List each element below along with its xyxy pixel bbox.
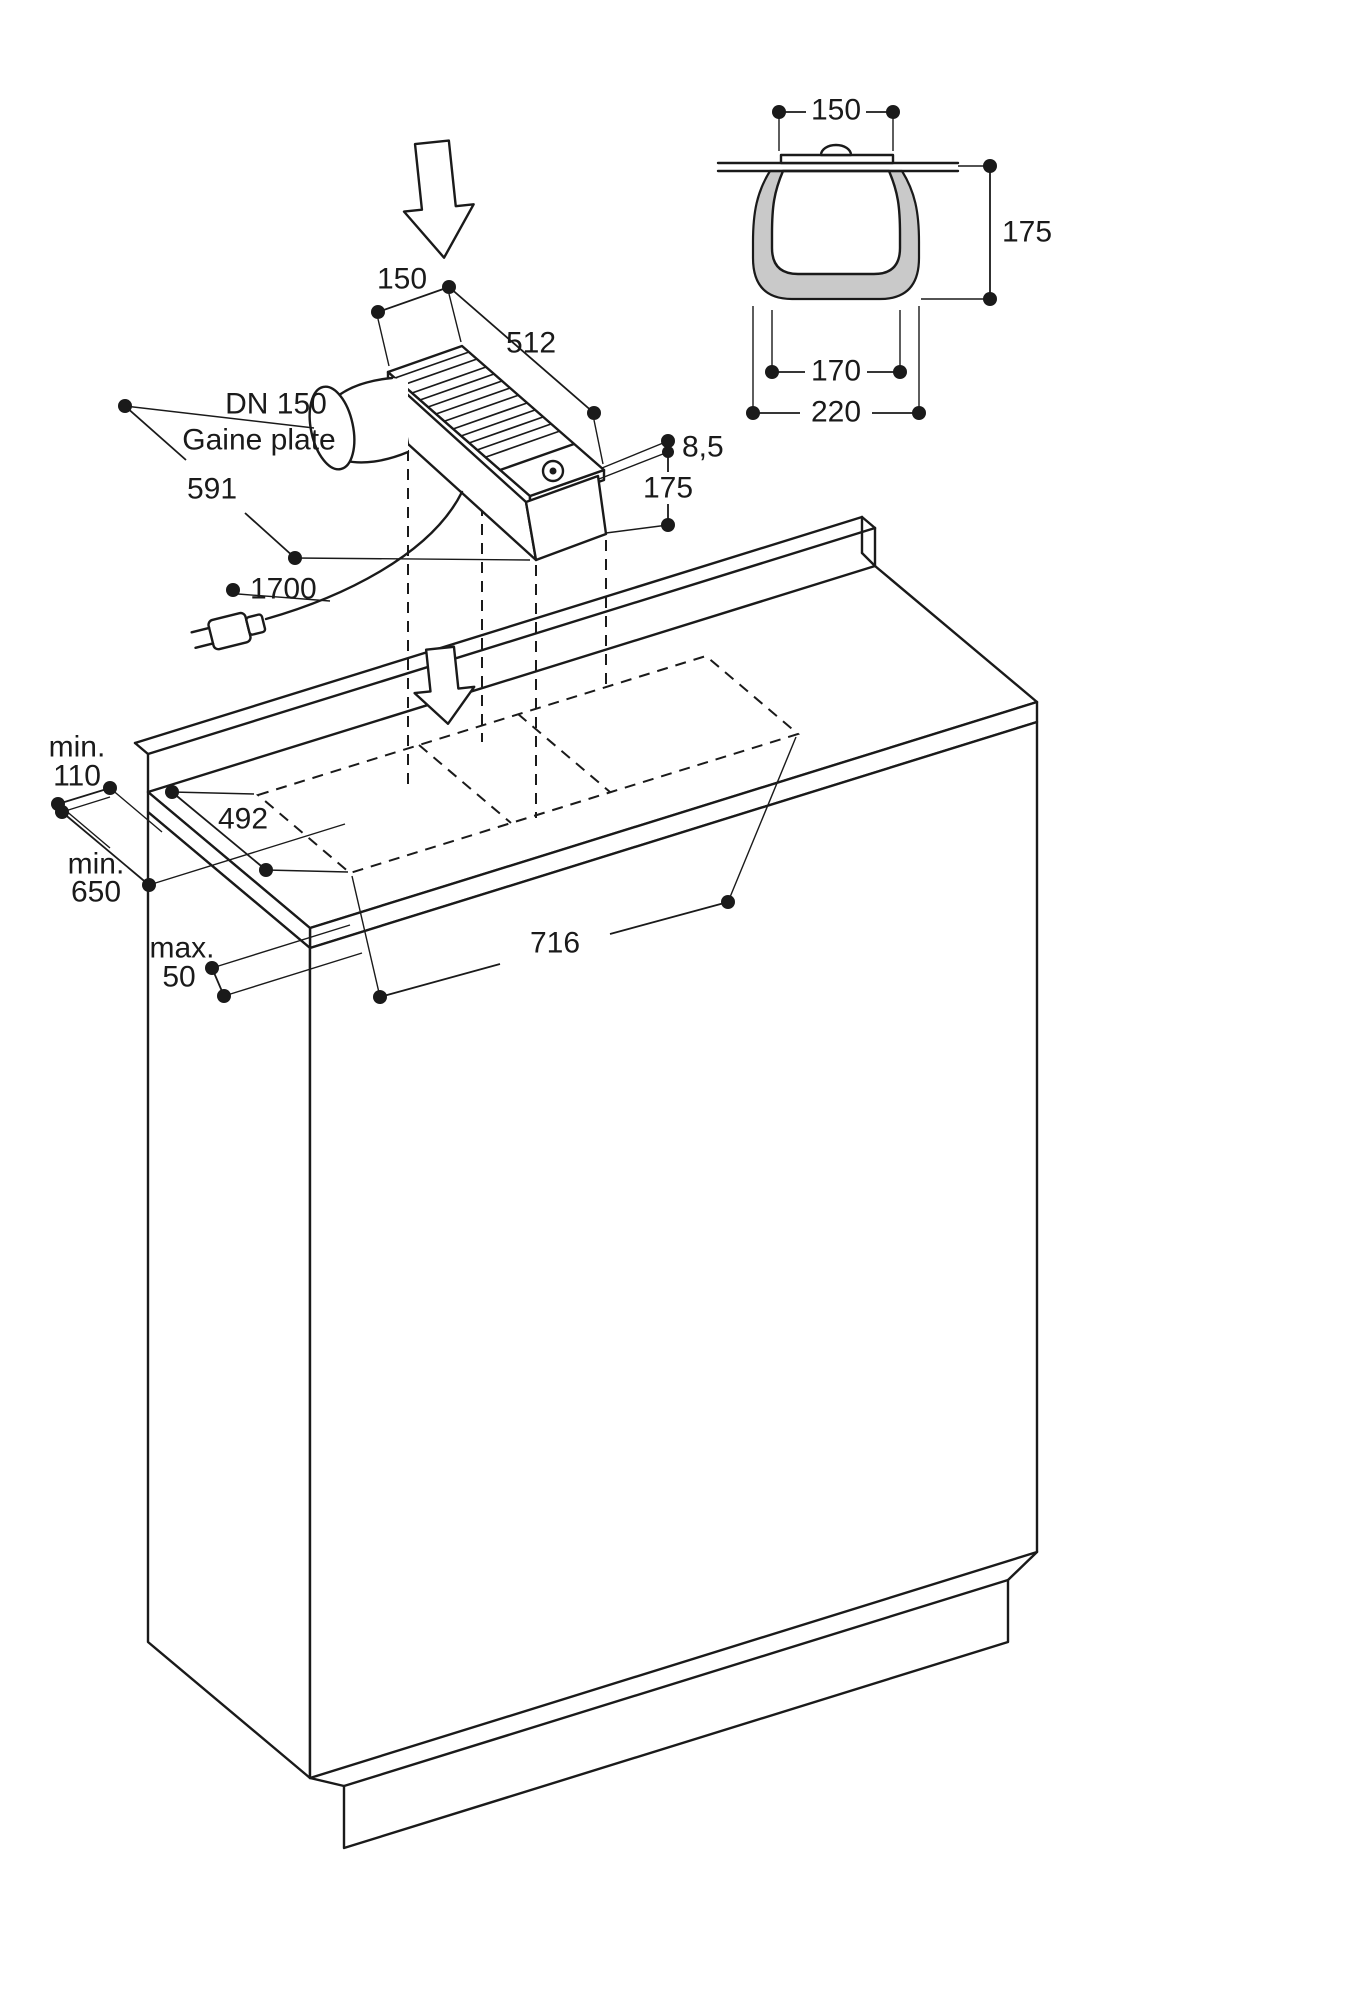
dim-label-detail-depth: 175 — [1002, 216, 1052, 249]
dim-label-cutout-depth: 492 — [218, 803, 268, 836]
power-cable — [190, 490, 464, 651]
projection-lines — [407, 450, 607, 818]
cutout-dashed-outline — [255, 654, 801, 875]
duct-label-line2: Gaine plate — [182, 424, 335, 457]
dim-label-overhang-max: max. — [149, 932, 214, 965]
dim-label-body-height: 175 — [643, 472, 693, 505]
dim-label-length-with-duct: 591 — [187, 473, 237, 506]
module-dimensions: 150 512 DN 150 Gaine plate 591 8,5 175 1… — [118, 263, 724, 606]
module-grille-face — [386, 344, 606, 498]
module-body-right — [524, 474, 608, 562]
dim-label-module-width: 150 — [377, 263, 427, 296]
worktop-dimensions: min. 110 492 min. 650 max. 50 716 — [49, 731, 797, 1004]
control-knob-center — [549, 467, 557, 475]
dim-label-cutout-width: 716 — [530, 927, 580, 960]
dim-label-overhang-value: 50 — [162, 961, 195, 994]
install-arrow-cutout — [413, 645, 476, 725]
power-plug — [190, 611, 267, 651]
cabinet — [133, 515, 1039, 1850]
duct-cross-section: 150 175 170 220 — [716, 94, 1052, 429]
dim-label-side-clearance-value: 110 — [53, 760, 101, 793]
dim-label-front-clearance-value: 650 — [71, 876, 121, 909]
backsplash — [133, 515, 877, 794]
duct-label-line1: DN 150 — [225, 388, 327, 421]
dim-label-detail-top: 150 — [811, 94, 861, 127]
grille-slats — [394, 351, 561, 458]
dim-label-side-clearance-min: min. — [49, 731, 106, 764]
cabinet-plinth — [308, 1550, 1039, 1850]
duct-connector — [308, 376, 410, 471]
dim-label-front-clearance-min: min. — [68, 848, 125, 881]
control-panel-divider — [498, 442, 576, 472]
dim-label-cable-length: 1700 — [250, 573, 317, 606]
duct-opening — [308, 385, 356, 471]
dim-label-flange-height: 8,5 — [682, 431, 724, 464]
duct-cavity — [770, 169, 902, 276]
vent-module — [190, 344, 608, 651]
dim-label-module-length: 512 — [506, 327, 556, 360]
knob-section — [819, 143, 853, 157]
dim-label-detail-inner: 170 — [811, 355, 861, 388]
install-arrow-top — [402, 139, 475, 259]
dim-label-detail-outer: 220 — [811, 396, 861, 429]
